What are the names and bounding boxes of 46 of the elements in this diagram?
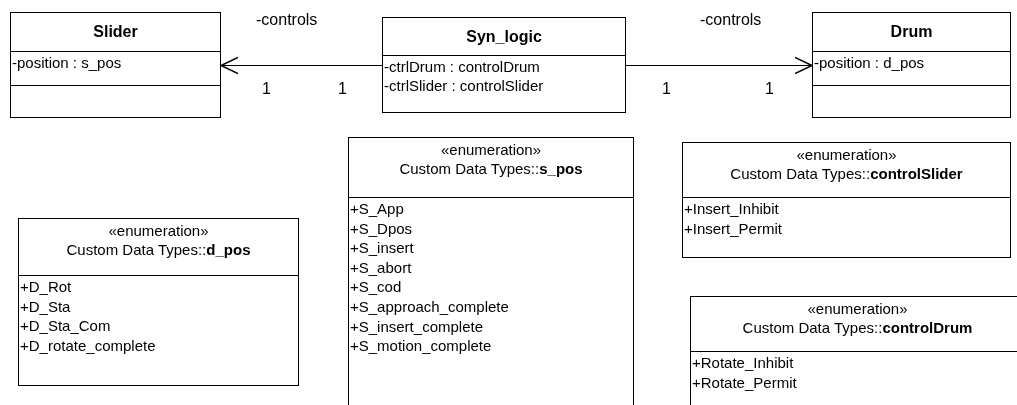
role-label: -controls	[256, 10, 318, 29]
enumeration-name: Custom Data Types::controlSlider	[729, 164, 964, 183]
multiplicity-label: 1	[338, 80, 347, 98]
enumeration-literal: +D_Sta	[20, 296, 72, 317]
enumeration-literal: +Rotate_Inhibit	[692, 353, 795, 373]
enumeration-literal: +Insert_Permit	[684, 218, 783, 239]
class-box	[382, 17, 626, 113]
multiplicity-label: 1	[262, 80, 271, 98]
stereotype-label: «enumeration»	[795, 145, 898, 164]
enumeration-name: Custom Data Types::controlDrum	[741, 318, 974, 337]
class-name: Syn_logic	[465, 27, 543, 47]
enumeration-box	[18, 218, 299, 386]
class-box	[10, 12, 221, 118]
stereotype-label: «enumeration»	[439, 140, 543, 159]
role-label: -controls	[700, 10, 762, 29]
multiplicity-label: 1	[765, 80, 774, 98]
enumeration-box	[682, 142, 1011, 258]
enumeration-literal: +Rotate_Permit	[692, 372, 798, 393]
attribute-text: -ctrlDrum : controlDrum	[384, 57, 541, 76]
enumeration-name: Custom Data Types::s_pos	[398, 159, 584, 178]
attribute-text: -ctrlSlider : controlSlider	[384, 76, 545, 95]
enumeration-literal: +S_insert_complete	[350, 316, 484, 337]
association-arrow	[220, 56, 383, 75]
class-box	[812, 12, 1011, 118]
enumeration-box	[348, 137, 634, 405]
enumeration-literal: +Insert_Inhibit	[684, 199, 780, 219]
enumeration-literal: +D_rotate_complete	[20, 335, 157, 356]
class-name: Drum	[889, 22, 934, 42]
attribute-text: -position : d_pos	[814, 53, 926, 72]
enumeration-literal: +D_Rot	[20, 277, 73, 297]
enumeration-literal: +S_App	[350, 199, 405, 219]
enumeration-literal: +S_Dpos	[350, 218, 414, 239]
class-name: Slider	[92, 22, 139, 42]
association-arrow	[625, 56, 813, 75]
enumeration-literal: +S_cod	[350, 277, 403, 297]
enumeration-literal: +D_Sta_Com	[20, 316, 112, 336]
stereotype-label: «enumeration»	[806, 299, 909, 318]
multiplicity-label: 1	[662, 80, 671, 98]
enumeration-literal: +S_approach_complete	[350, 296, 510, 317]
enumeration-literal: +S_abort	[350, 257, 413, 278]
enumeration-name: Custom Data Types::d_pos	[65, 240, 252, 259]
enumeration-literal: +S_motion_complete	[350, 336, 493, 356]
enumeration-box	[690, 296, 1017, 405]
attribute-text: -position : s_pos	[12, 53, 123, 72]
enumeration-literal: +S_insert	[350, 238, 415, 258]
stereotype-label: «enumeration»	[107, 221, 210, 240]
